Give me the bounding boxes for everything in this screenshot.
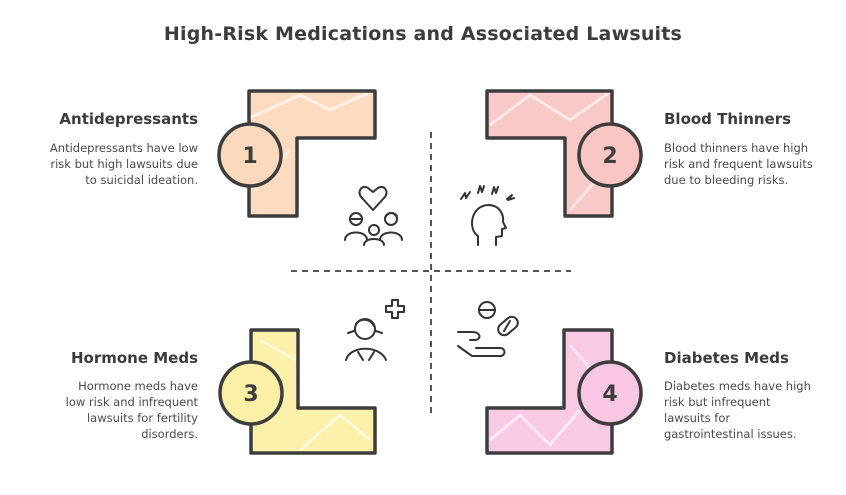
badge-number-2: 2	[602, 144, 617, 169]
quadrant-1-heading: Antidepressants	[59, 110, 198, 128]
family-heart-icon	[344, 186, 403, 246]
quadrant-3-description: Hormone meds have low risk and infrequen…	[65, 379, 198, 441]
woman-medical-cross-icon	[345, 299, 405, 361]
quadrant-2-heading: Blood Thinners	[664, 110, 792, 128]
quadrant-4-description: Diabetes meds have high risk but infrequ…	[664, 379, 811, 441]
badge-1	[217, 122, 283, 188]
quadrant-1-description: Antidepressants have low risk but high l…	[49, 141, 198, 187]
hand-pills-icon	[457, 301, 519, 357]
badge-3	[218, 360, 284, 426]
quadrant-2-description: Blood thinners have high risk and freque…	[664, 141, 813, 187]
badge-2	[577, 122, 643, 188]
badge-number-1: 1	[242, 144, 257, 169]
diagram-title: High-Risk Medications and Associated Law…	[163, 23, 683, 45]
quadrant-3-heading: Hormone Meds	[70, 349, 198, 367]
head-pain-icon	[460, 185, 515, 246]
badge-number-4: 4	[602, 382, 617, 407]
badge-4	[577, 360, 643, 426]
badge-number-3: 3	[243, 382, 258, 407]
quadrant-4-heading: Diabetes Meds	[664, 349, 789, 367]
